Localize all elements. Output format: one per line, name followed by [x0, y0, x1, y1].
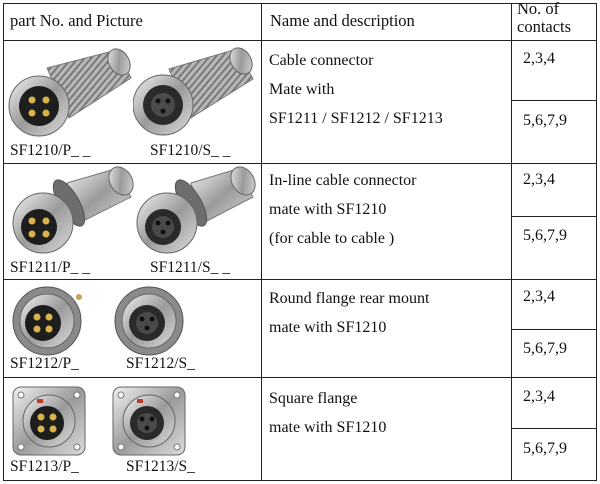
- part-number-plug: SF1212/P_: [10, 355, 79, 372]
- table-border-left: [3, 3, 4, 481]
- part-number-socket: SF1211/S_ _: [150, 259, 230, 276]
- contacts-divider: [511, 100, 597, 101]
- contacts-value: 5,6,7,9: [523, 112, 567, 129]
- description-line: Mate with: [269, 81, 335, 98]
- table-border-top: [3, 3, 597, 4]
- part-number-socket: SF1212/S_: [126, 355, 195, 372]
- contacts-value: 2,3,4: [523, 388, 555, 405]
- header-divider: [3, 40, 597, 41]
- cable-connector-plug-image: [8, 48, 132, 137]
- description-line: Square flange: [269, 390, 358, 407]
- table-border-bottom: [3, 480, 597, 481]
- column-divider: [511, 3, 512, 481]
- row-divider: [3, 377, 597, 378]
- contacts-divider: [511, 329, 597, 330]
- product-table: part No. and Picture Name and descriptio…: [3, 0, 597, 481]
- description-line: mate with SF1210: [269, 419, 387, 436]
- description-line: Round flange rear mount: [269, 290, 430, 307]
- header-name-description: Name and description: [270, 11, 415, 30]
- header-part-picture: part No. and Picture: [10, 11, 143, 30]
- part-number-socket: SF1213/S_: [126, 458, 195, 475]
- part-number-plug: SF1210/P_ _: [10, 142, 91, 159]
- contacts-value: 2,3,4: [523, 50, 555, 67]
- description-line: mate with SF1210: [269, 319, 387, 336]
- contacts-value: 5,6,7,9: [523, 227, 567, 244]
- inline-connector-socket-image: [136, 166, 256, 254]
- contacts-divider: [511, 428, 597, 429]
- description-line: SF1211 / SF1212 / SF1213: [269, 110, 443, 127]
- part-number-plug: SF1213/P_: [10, 458, 79, 475]
- header-contacts-line2: contacts: [517, 17, 572, 36]
- description-line: mate with SF1210: [269, 201, 387, 218]
- round-flange-plug-image: [12, 286, 82, 356]
- cable-connector-socket-image: [133, 47, 254, 136]
- description-line: In-line cable connector: [269, 172, 417, 189]
- column-divider: [261, 3, 262, 481]
- part-number-plug: SF1211/P_ _: [10, 259, 90, 276]
- description-line: (for cable to cable ): [269, 230, 395, 247]
- contacts-value: 2,3,4: [523, 171, 555, 188]
- part-number-socket: SF1210/S_ _: [150, 142, 231, 159]
- round-flange-socket-image: [114, 286, 184, 356]
- table-border-right: [596, 3, 597, 481]
- contacts-value: 2,3,4: [523, 288, 555, 305]
- row-divider: [3, 163, 597, 164]
- row-divider: [3, 279, 597, 280]
- header-contacts-line1: No. of: [517, 0, 560, 18]
- contacts-divider: [511, 216, 597, 217]
- inline-connector-plug-image: [12, 166, 134, 254]
- contacts-value: 5,6,7,9: [523, 440, 567, 457]
- square-flange-socket-image: [112, 386, 186, 456]
- square-flange-plug-image: [12, 386, 86, 456]
- contacts-value: 5,6,7,9: [523, 340, 567, 357]
- description-line: Cable connector: [269, 52, 374, 69]
